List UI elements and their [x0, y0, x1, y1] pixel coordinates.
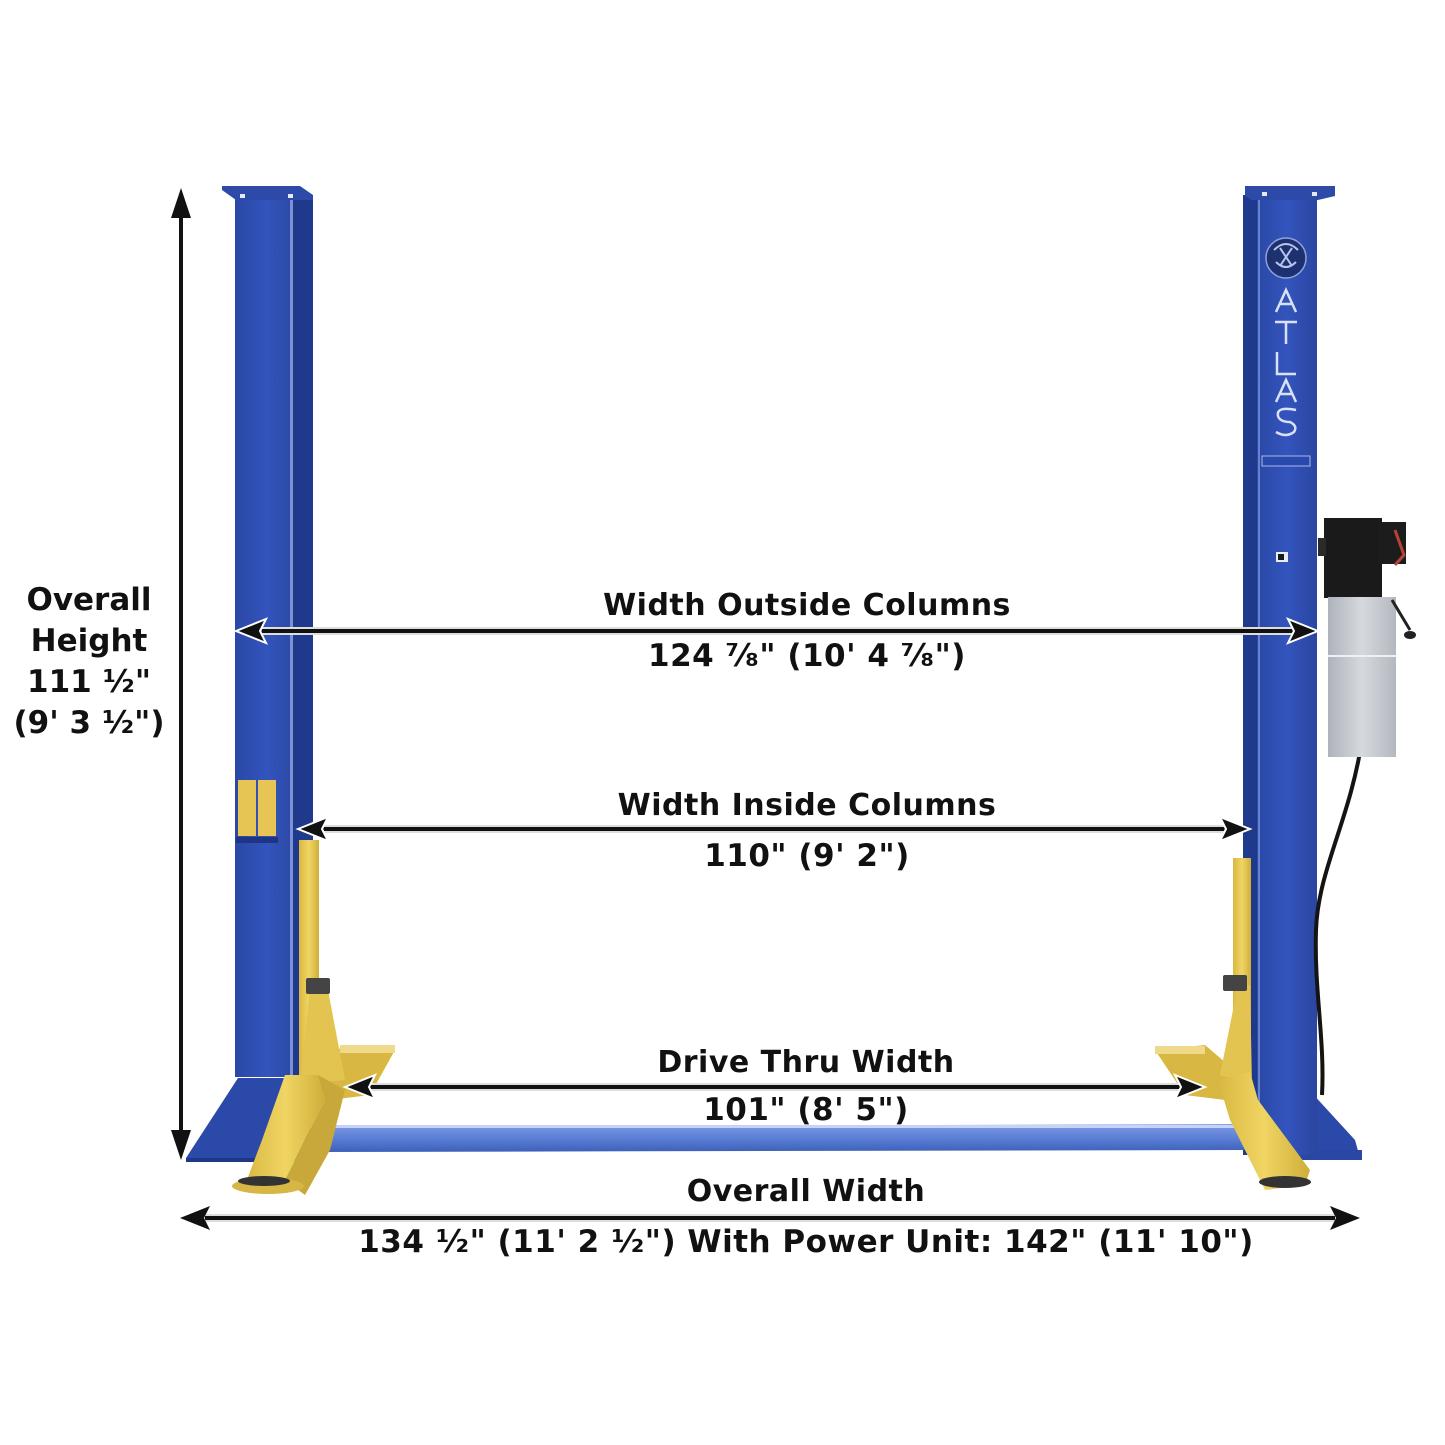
hydraulic-power-unit — [1318, 518, 1416, 757]
overall-height-title-line1: Overall — [26, 582, 152, 618]
overall-height-value-feet: (9' 3 ¹⁄₂") — [13, 705, 165, 741]
width-inside-columns-arrow — [295, 815, 1253, 843]
drive-thru-width-title: Drive Thru Width — [657, 1045, 955, 1080]
overall-width-value: 134 ¹⁄₂" (11' 2 ¹⁄₂") With Power Unit: 1… — [358, 1224, 1254, 1260]
drive-thru-width-value: 101" (8' 5") — [703, 1092, 909, 1128]
overall-height-arrow — [171, 188, 191, 1160]
overall-height-label: Overall Height 111 ¹⁄₂" (9' 3 ¹⁄₂") — [0, 580, 178, 744]
width-outside-columns-value: 124 ⁷⁄₈" (10' 4 ⁷⁄₈") — [648, 638, 966, 674]
left-lift-arms — [232, 978, 395, 1195]
overall-width-arrow — [180, 1206, 1360, 1230]
drive-thru-width-arrow — [342, 1073, 1208, 1101]
overall-height-title-line2: Height — [30, 623, 148, 659]
floor-plate — [310, 1124, 1250, 1152]
dimension-arrows — [171, 188, 1360, 1230]
atlas-brand-text — [1274, 286, 1298, 437]
width-outside-columns-title: Width Outside Columns — [603, 588, 1011, 623]
width-outside-columns-arrow — [233, 617, 1321, 645]
width-inside-columns-value: 110" (9' 2") — [704, 838, 910, 874]
left-column — [186, 186, 319, 1162]
atlas-logo-emblem-icon — [1265, 237, 1307, 279]
overall-width-title: Overall Width — [686, 1174, 926, 1209]
overall-height-value-inches: 111 ¹⁄₂" — [27, 664, 151, 700]
safety-lock-pads — [236, 780, 278, 843]
right-lift-arms — [1155, 975, 1311, 1190]
width-inside-columns-title: Width Inside Columns — [617, 788, 997, 823]
